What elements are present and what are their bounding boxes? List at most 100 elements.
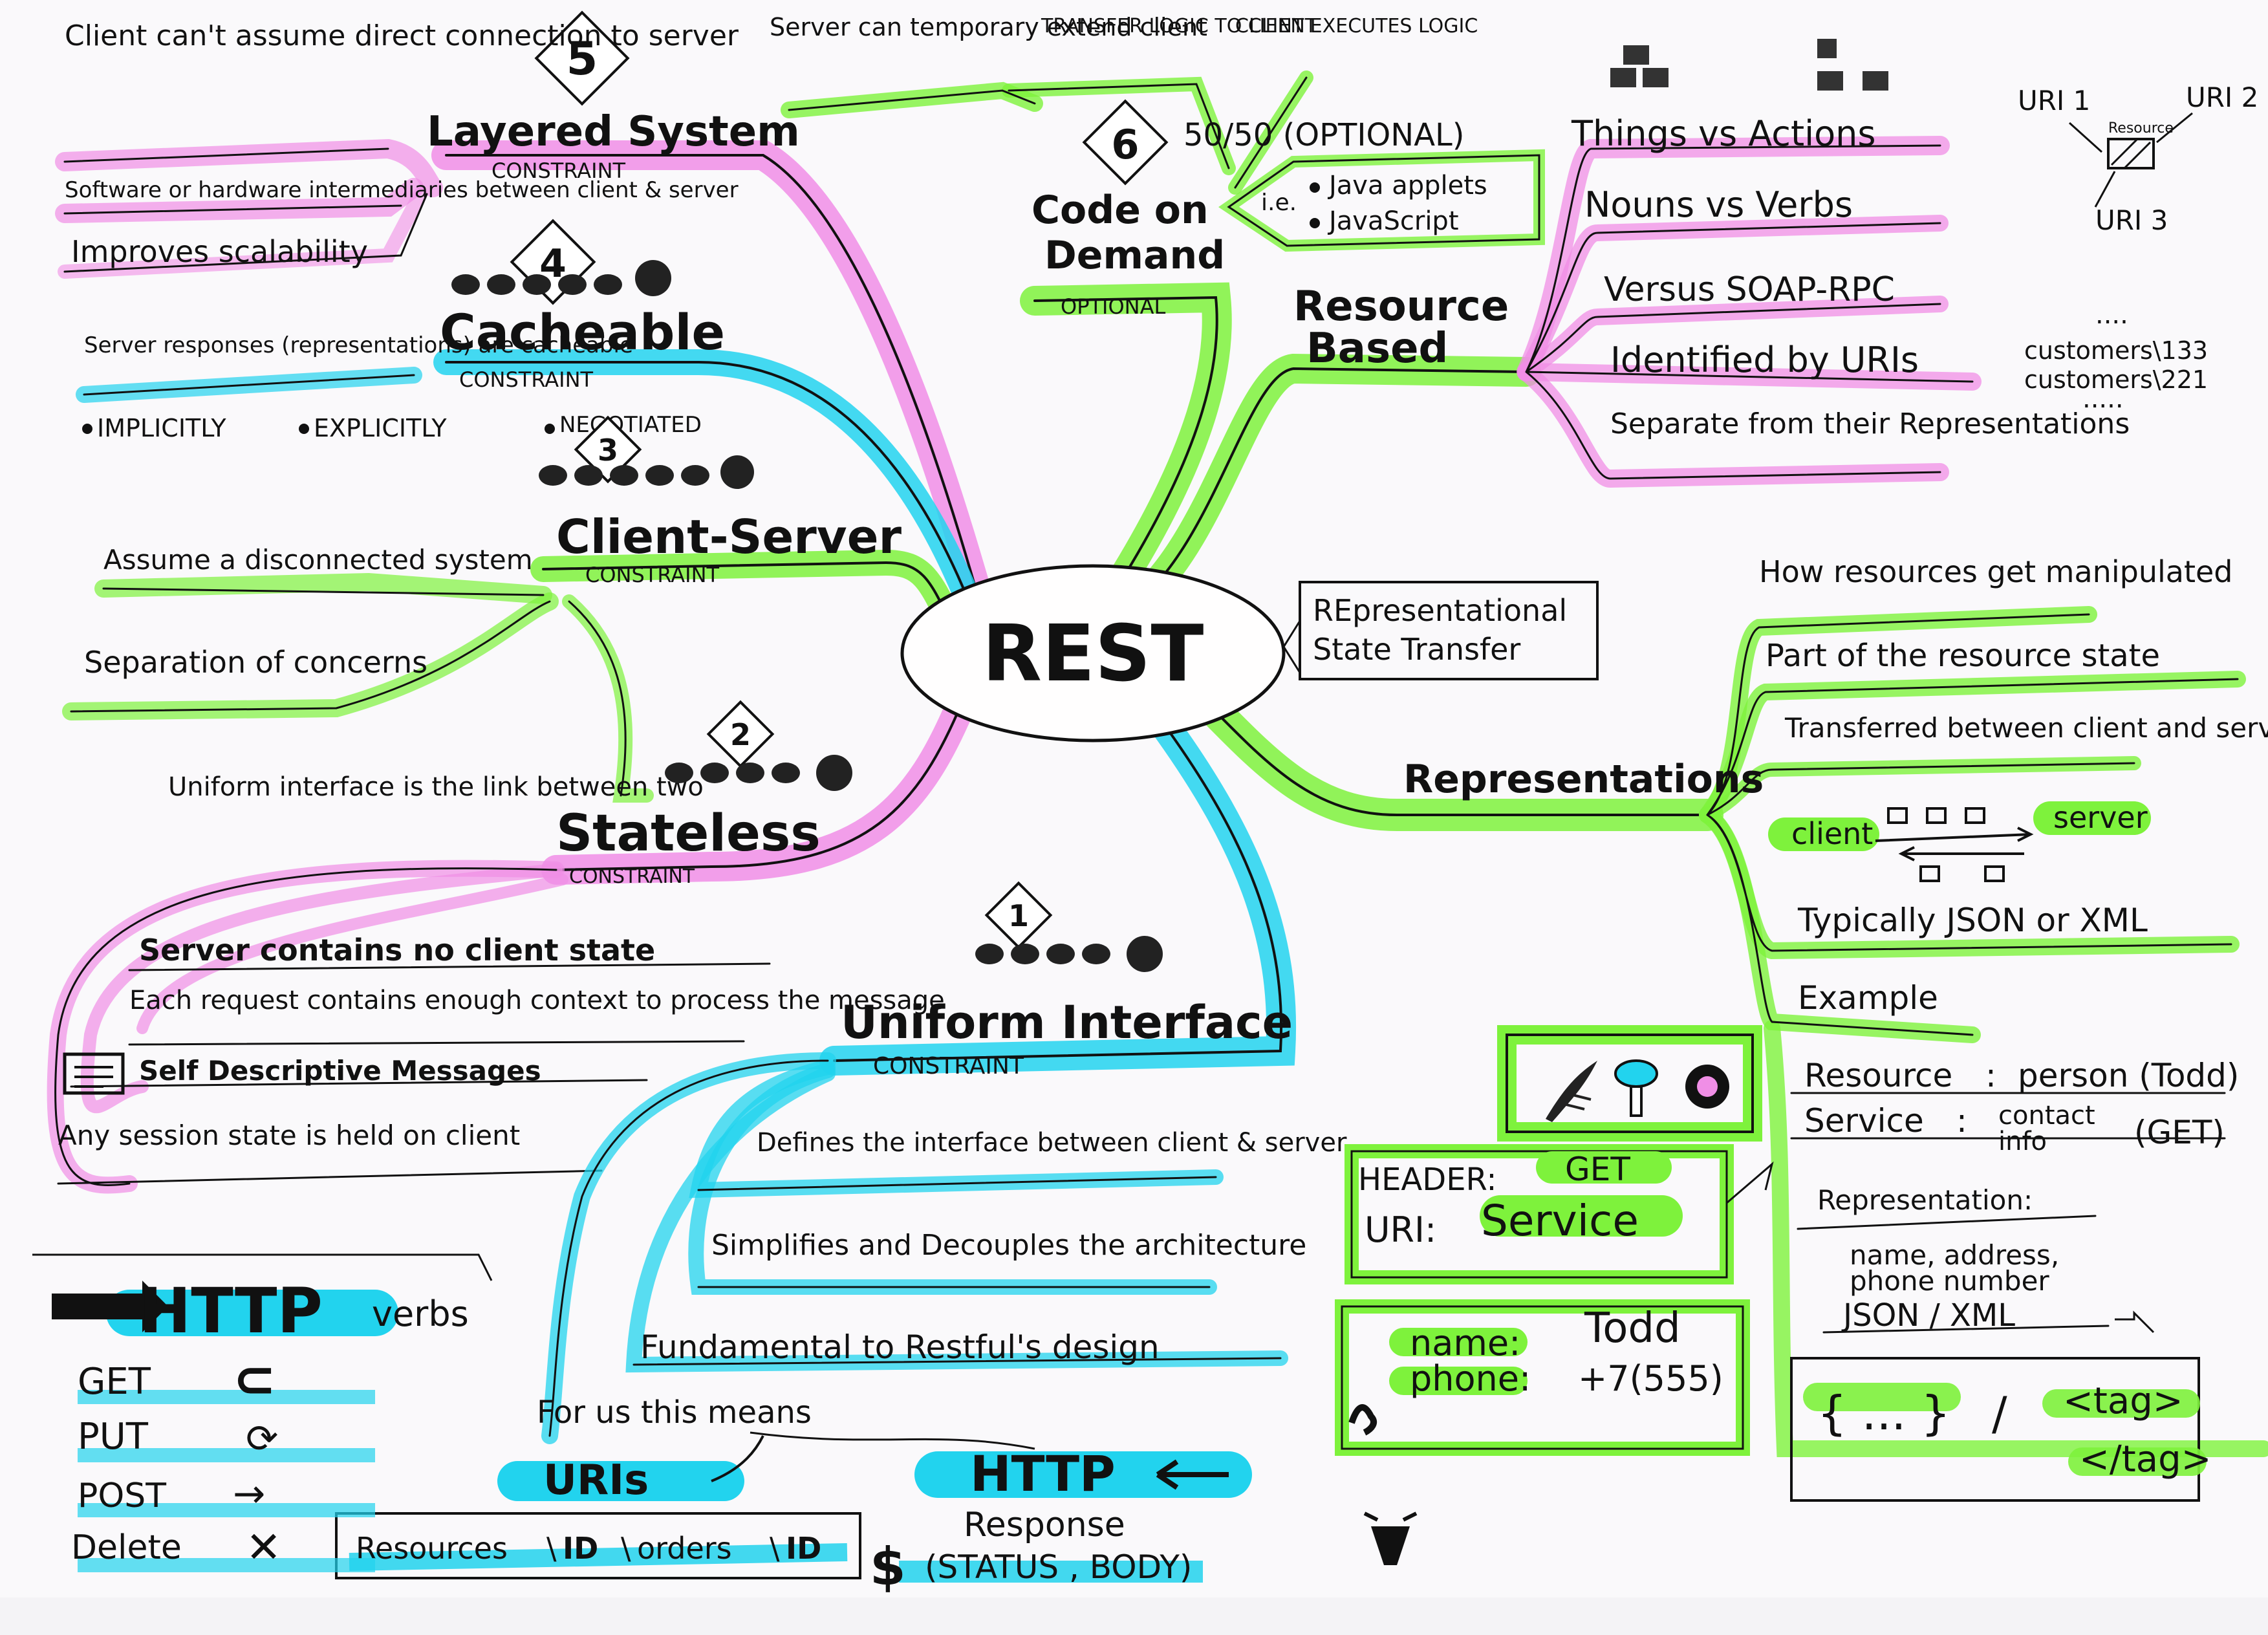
example-slash: / <box>1992 1387 2007 1440</box>
branch-cacheable: 4 Cacheable CONSTRAINT Server responses … <box>82 219 725 442</box>
layered-item-1: Client can't assume direct connection to… <box>65 19 739 52</box>
self-descriptive-icon <box>63 1052 125 1095</box>
center-ellipse <box>900 564 1286 742</box>
uri-sketch-1: URI 1 <box>2018 85 2090 116</box>
example-body-phone-label: phone: <box>1410 1358 1531 1399</box>
svg-text:\: \ <box>770 1531 780 1566</box>
resource-title-1: Resource <box>1293 283 1509 330</box>
branch-http-verbs: HTTP verbs GET ⊂ PUT ⟳ POST → Delete ✕ <box>32 1253 493 1572</box>
gear-icon <box>1685 1065 1729 1109</box>
lamp-icon <box>1614 1059 1658 1117</box>
representations-item-2: Part of the resource state <box>1766 638 2160 674</box>
example-service-value-1: contact <box>1998 1101 2095 1131</box>
branch-connectors <box>431 140 1723 1076</box>
http-response-label: Response <box>964 1506 1125 1544</box>
leaf-icon <box>1546 1061 1597 1122</box>
stateless-number: 2 <box>730 717 751 752</box>
client-server-item-3: Uniform interface is the link between tw… <box>168 772 704 802</box>
uri-segment-resources: Resources <box>356 1531 508 1566</box>
resource-title-2: Based <box>1306 325 1448 373</box>
dollar-icon: $ <box>870 1537 906 1597</box>
client-server-number: 3 <box>598 433 618 468</box>
cacheable-title: Cacheable <box>440 303 725 361</box>
uniform-item-4: For us this means <box>537 1394 812 1431</box>
layered-item-2: Software or hardware intermediaries betw… <box>65 177 739 203</box>
cacheable-mode-explicit: EXPLICITLY <box>314 414 447 442</box>
cod-item-2: TRANSFER LOGIC TO CLIENT <box>1041 15 1317 38</box>
branch-code-on-demand: Server can temporary extend client TRANS… <box>770 13 1487 319</box>
cod-item-1: Server can temporary extend client <box>770 13 1207 41</box>
uri-sketch: URI 1 URI 2 URI 3 Resource <box>2018 81 2258 236</box>
example-icons-box <box>1497 1025 1762 1142</box>
uniform-chain-icon <box>975 936 1163 972</box>
arrow-right-icon: → <box>233 1471 265 1517</box>
cacheable-modes: IMPLICITLY EXPLICITLY NEGOTIATED <box>82 412 702 442</box>
customers-dots-bottom: ..... <box>2082 384 2124 414</box>
example-header-label: HEADER: <box>1358 1162 1497 1198</box>
boxes-icon <box>1610 39 1888 91</box>
branch-stateless: 2 Stateless CONSTRAINT Server contains n… <box>58 700 945 1151</box>
layered-item-3: Improves scalability <box>71 234 368 269</box>
layered-tag: CONSTRAINT <box>491 158 626 183</box>
cup-icon <box>1363 1511 1418 1565</box>
uri-segment-orders: orders <box>637 1531 732 1566</box>
exchange-arrows-icon <box>1875 807 2034 882</box>
customers-dots-top: .... <box>2095 300 2128 330</box>
example-resource-sep: : <box>1985 1057 1996 1094</box>
cod-example-js: JavaScript <box>1327 206 1459 236</box>
delete-x-icon: ✕ <box>246 1522 281 1572</box>
http-verbs-arrow-icon <box>52 1281 168 1332</box>
example-resource-label: Resource <box>1804 1057 1952 1094</box>
example-service-sep: : <box>1956 1102 1967 1140</box>
resource-item-3: Versus SOAP-RPC <box>1604 270 1895 309</box>
representations-server: server <box>2053 800 2148 835</box>
item-underlines <box>47 70 2268 1457</box>
client-server-tag: CONSTRAINT <box>585 563 720 587</box>
svg-text:\: \ <box>621 1531 631 1566</box>
example-body-phone-value: +7(555) <box>1578 1358 1723 1399</box>
resource-item-4: Identified by URIs <box>1610 340 1919 380</box>
example-xml-open: <tag> <box>2063 1380 2183 1422</box>
customers-133: customers\133 <box>2024 336 2208 365</box>
client-server-item-2: Separation of concerns <box>84 645 427 680</box>
center-expansion-box <box>1299 581 1599 680</box>
uri-sketch-2: URI 2 <box>2186 81 2258 113</box>
uniform-tag: CONSTRAINT <box>873 1053 1024 1079</box>
representations-title: Representations <box>1403 757 1764 802</box>
resource-item-5: Separate from their Representations <box>1610 407 2130 440</box>
stateless-item-2: Each request contains enough context to … <box>129 986 945 1015</box>
example-representation-value-2: phone number <box>1850 1265 2049 1297</box>
cod-split: 50/50 (OPTIONAL) <box>1183 117 1465 153</box>
example-body-name-label: name: <box>1410 1323 1520 1363</box>
cod-number: 6 <box>1111 121 1139 168</box>
example-json: { ... } <box>1817 1386 1950 1440</box>
cacheable-tag: CONSTRAINT <box>459 367 594 392</box>
example-service-value-2: info <box>1998 1127 2047 1156</box>
example-xml-close: </tag> <box>2079 1438 2212 1480</box>
uri-path-box: Resources \ ID \ orders \ ID <box>335 1512 861 1579</box>
example-body-box: name: Todd phone: +7(555) <box>1335 1299 1750 1456</box>
example-header-box: HEADER: GET URI: Service <box>1345 1144 1774 1284</box>
branch-resource-based: Resource Based Things vs Actions Nouns v… <box>1293 39 2258 440</box>
uri-segment-id-2: ID <box>786 1531 821 1566</box>
cacheable-item-1: Server responses (representations) are c… <box>84 332 633 358</box>
cod-title-2: Demand <box>1044 233 1225 278</box>
example-uri-label: URI: <box>1365 1209 1436 1250</box>
branch-client-server: 3 Client-Server CONSTRAINT Assume a disc… <box>84 415 902 802</box>
uri-sketch-resource: Resource <box>2108 120 2174 136</box>
refresh-icon: ⟳ <box>246 1416 278 1462</box>
representations-item-1: How resources get manipulated <box>1759 554 2232 589</box>
example-resource-value: person (Todd) <box>2018 1057 2239 1094</box>
example-representation-label: Representation: <box>1817 1184 2033 1216</box>
example-body-name-value: Todd <box>1584 1305 1681 1352</box>
cod-ie: i.e. <box>1261 189 1297 216</box>
cod-title-1: Code on <box>1031 188 1209 233</box>
verb-delete: Delete <box>71 1528 182 1567</box>
uri-sketch-3: URI 3 <box>2095 204 2168 236</box>
representations-item-4: Typically JSON or XML <box>1797 902 2148 939</box>
representations-item-3: Transferred between client and server <box>1784 712 2268 744</box>
http-label: HTTP <box>970 1445 1116 1502</box>
cacheable-chain-icon <box>451 260 671 296</box>
resource-item-1: Things vs Actions <box>1571 113 1876 154</box>
